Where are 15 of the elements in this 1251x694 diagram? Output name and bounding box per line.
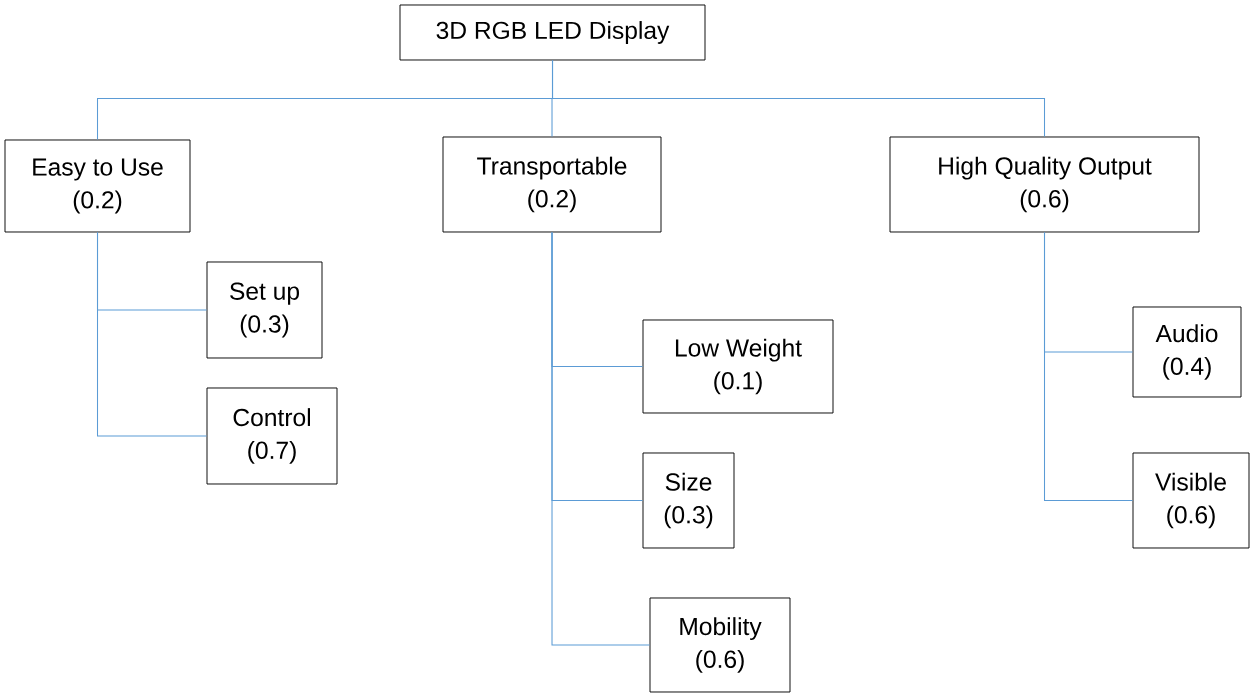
root-box: 3D RGB LED Display xyxy=(399,4,706,61)
criterion-box: Audio (0.4) xyxy=(1132,306,1242,398)
connector-line xyxy=(552,59,1046,138)
criterion-box: Transportable (0.2) xyxy=(442,136,662,233)
connector-line xyxy=(1044,231,1134,501)
criterion-box: Low Weight (0.1) xyxy=(642,319,834,414)
criterion-box: Easy to Use (0.2) xyxy=(4,139,191,233)
criterion-box: Control (0.7) xyxy=(206,387,338,485)
connector-line xyxy=(551,231,651,646)
criterion-box: Visible (0.6) xyxy=(1132,452,1250,549)
criterion-box: Set up (0.3) xyxy=(206,261,323,359)
criterion-box: High Quality Output (0.6) xyxy=(889,136,1200,233)
criterion-box: Mobility (0.6) xyxy=(649,597,791,693)
criterion-box: Size (0.3) xyxy=(642,452,735,549)
connector-line xyxy=(97,231,208,437)
